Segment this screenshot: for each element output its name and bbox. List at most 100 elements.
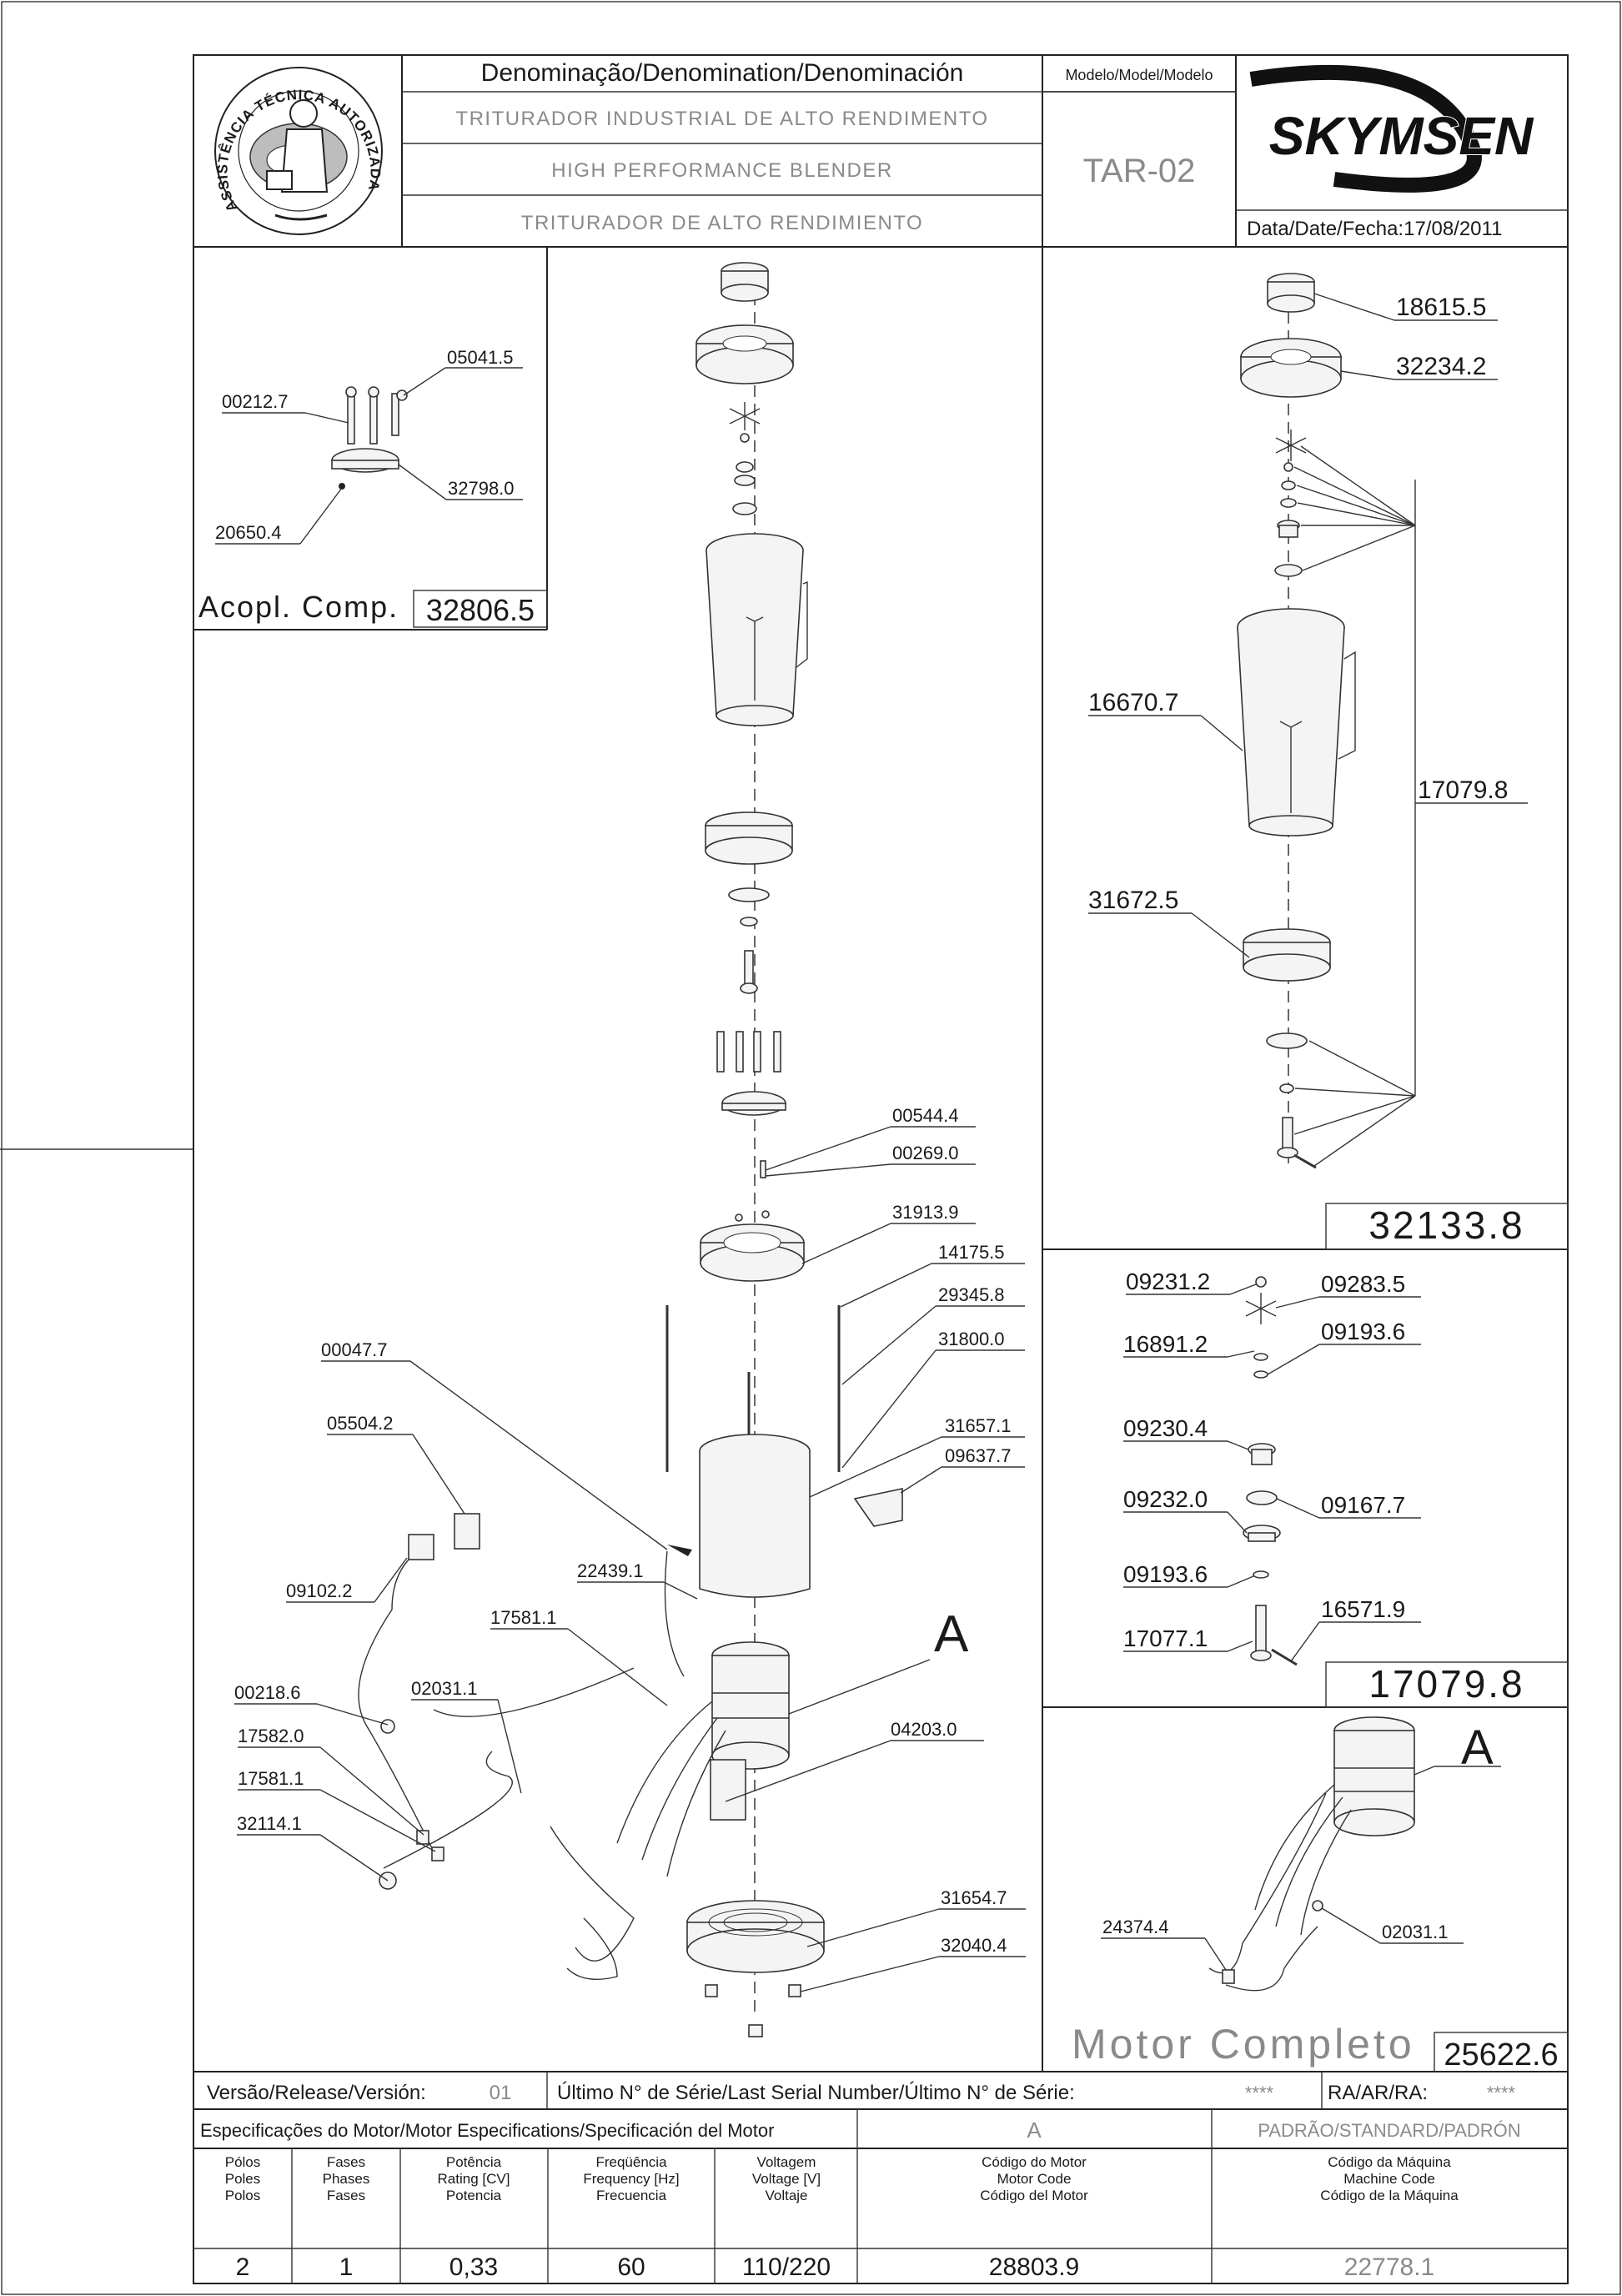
spec-value: 2	[236, 2253, 250, 2281]
spec-value: 110/220	[742, 2253, 831, 2281]
serial-value: ****	[1245, 2082, 1274, 2103]
coupling-assembly-drawing	[331, 386, 408, 490]
motor-title: Motor Completo	[1072, 2021, 1415, 2067]
spec-header-line: Potencia	[446, 2188, 502, 2203]
coupling-code-box	[413, 590, 548, 628]
spec-header-line: Poles	[225, 2171, 261, 2187]
spec-header-line: Potência	[446, 2154, 502, 2170]
part-label: 02031.1	[1382, 1922, 1449, 1942]
part-label: 29345.8	[938, 1284, 1005, 1305]
ra-label: RA/AR/RA:	[1328, 2082, 1428, 2104]
spec-header-line: Código da Máquina	[1328, 2154, 1451, 2170]
spec-header-line: Motor Code	[997, 2171, 1072, 2187]
part-label: 05504.2	[327, 1413, 394, 1434]
motor-spec-label: Especificações do Motor/Motor Especifica…	[200, 2120, 774, 2141]
part-label: 04203.0	[891, 1719, 957, 1740]
spec-value: 22778.1	[1344, 2253, 1434, 2281]
serial-label: Último N° de Série/Last Serial Number/Úl…	[557, 2082, 1075, 2104]
blade-assembly-drawing	[1243, 1276, 1298, 1666]
part-label: 17079.8	[1418, 776, 1508, 804]
part-label: 31913.9	[892, 1202, 959, 1223]
date-label: Data/Date/Fecha:17/08/2011	[1247, 218, 1502, 240]
release-value: 01	[490, 2082, 512, 2104]
spec-header-line: Código del Motor	[980, 2188, 1088, 2203]
spec-header-line: Phases	[323, 2171, 370, 2187]
part-label: 24374.4	[1102, 1917, 1169, 1937]
spec-header-line: Fases	[327, 2188, 365, 2203]
spec-value: 1	[339, 2253, 354, 2281]
spec-header-line: Código de la Máquina	[1320, 2188, 1459, 2203]
part-label: 17077.1	[1123, 1625, 1208, 1651]
part-label: 09283.5	[1321, 1271, 1405, 1297]
authorized-technician-seal-logo: ASSISTÊNCIA TÉCNICA AUTORIZADA	[214, 67, 383, 235]
part-label: 22439.1	[577, 1560, 644, 1581]
jar-code-box	[1325, 1203, 1569, 1250]
part-label: 31672.5	[1088, 887, 1178, 914]
spec-header-line: Freqüência	[595, 2154, 667, 2170]
part-label: 09193.6	[1321, 1319, 1405, 1344]
part-label: 32234.2	[1396, 353, 1486, 380]
main-exploded-parts	[358, 262, 903, 2037]
part-label: 00047.7	[321, 1339, 388, 1360]
part-label: 09102.2	[286, 1580, 353, 1601]
jar-leaders	[1088, 293, 1528, 1167]
jar-assembly-drawing	[1237, 273, 1356, 1169]
ra-value: ****	[1487, 2082, 1516, 2103]
part-label: 05041.5	[447, 347, 514, 368]
footer-grid	[193, 2071, 1568, 2283]
model-label: Modelo/Model/Modelo	[1065, 67, 1213, 83]
spec-value: 60	[617, 2253, 645, 2281]
motor-assembly-drawing	[1208, 1716, 1415, 1992]
coupling-title: Acopl. Comp.	[198, 590, 399, 624]
part-label: 31654.7	[941, 1887, 1007, 1908]
part-label: 00544.4	[892, 1105, 959, 1126]
spec-header-line: Pólos	[225, 2154, 261, 2170]
coupling-code: 32806.5	[426, 593, 535, 627]
detail-callout-a: A	[934, 1605, 969, 1663]
jar-code: 32133.8	[1368, 1203, 1524, 1247]
spec-header-line: Fases	[327, 2154, 365, 2170]
part-label: 14175.5	[938, 1242, 1005, 1263]
part-label: 16891.2	[1123, 1331, 1208, 1357]
part-label: 09230.4	[1123, 1415, 1208, 1441]
spec-header-line: Voltaje	[765, 2188, 807, 2203]
drawing-frame	[193, 54, 1569, 2284]
motor-leaders	[1101, 1766, 1501, 1971]
part-label: 32114.1	[237, 1813, 302, 1834]
spec-header-line: Polos	[225, 2188, 261, 2203]
blade-leaders	[1123, 1284, 1421, 1662]
part-label: 00218.6	[234, 1682, 301, 1703]
release-label: Versão/Release/Versión:	[207, 2082, 426, 2104]
part-label: 09637.7	[945, 1445, 1012, 1466]
part-label: 16571.9	[1321, 1596, 1405, 1622]
product-name-es: TRITURADOR DE ALTO RENDIMIENTO	[521, 212, 923, 234]
motor-detail-callout-a: A	[1461, 1721, 1494, 1775]
part-label: 02031.1	[411, 1678, 478, 1699]
spec-header-line: Código do Motor	[982, 2154, 1087, 2170]
denomination-label: Denominação/Denomination/Denominación	[481, 59, 964, 87]
part-label: 18615.5	[1396, 294, 1486, 321]
spec-header-line: Voltage [V]	[752, 2171, 821, 2187]
product-name-pt: TRITURADOR INDUSTRIAL DE ALTO RENDIMENTO	[455, 108, 988, 130]
motor-code: 25622.6	[1444, 2037, 1558, 2072]
spec-header-line: Rating [CV]	[438, 2171, 510, 2187]
model-number: TAR-02	[1083, 153, 1196, 189]
part-label: 09167.7	[1321, 1492, 1405, 1518]
brand-name: SKYMSEN	[1269, 106, 1534, 166]
title-block	[193, 55, 1568, 248]
part-label: 09232.0	[1123, 1486, 1208, 1512]
part-label: 00269.0	[892, 1143, 959, 1163]
part-label: 17582.0	[238, 1726, 304, 1746]
part-label: 17581.1	[238, 1768, 304, 1789]
spec-header-line: Frequency [Hz]	[583, 2171, 679, 2187]
part-label: 32040.4	[941, 1935, 1007, 1956]
spec-value: 0,33	[449, 2253, 498, 2281]
part-label: 31657.1	[945, 1415, 1012, 1436]
blade-code: 17079.8	[1368, 1662, 1524, 1706]
spec-header-line: Machine Code	[1343, 2171, 1435, 2187]
part-label: 09193.6	[1123, 1561, 1208, 1587]
part-label: 00212.7	[222, 391, 289, 412]
